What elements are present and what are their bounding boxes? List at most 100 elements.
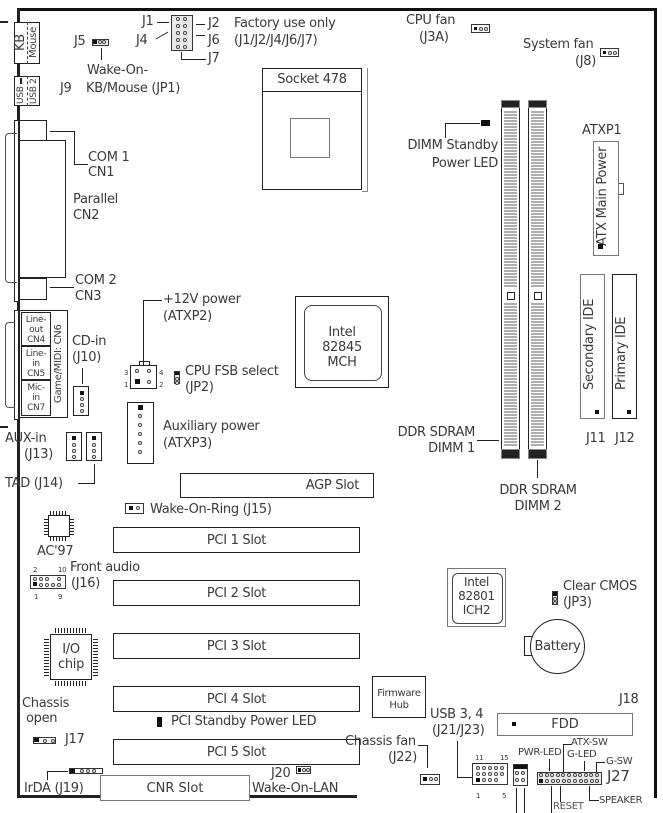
secondary-ide-pin1 bbox=[595, 410, 599, 414]
factory-jumper-pin bbox=[183, 31, 187, 35]
io-chip-label-2: chip bbox=[57, 657, 85, 672]
aux-power-pin1 bbox=[138, 405, 143, 410]
pwr-led-label: PWR-LED bbox=[518, 747, 562, 758]
ich2-label-3: ICH2 bbox=[462, 603, 491, 617]
cdin-label-2: (J10) bbox=[72, 350, 102, 365]
usb34-pin bbox=[500, 766, 504, 770]
cnr-slot-label: CNR Slot bbox=[146, 780, 204, 796]
fsb-label-1: CPU FSB select bbox=[185, 364, 279, 379]
rear-panel-bracket bbox=[14, 120, 19, 302]
irda-pin1 bbox=[70, 769, 75, 773]
j12-label: J12 bbox=[615, 431, 635, 446]
j9-label: J9 bbox=[60, 81, 72, 96]
ac97-label: AC'97 bbox=[37, 544, 74, 559]
game-midi-label: Game/MIDI: CN6 bbox=[53, 324, 64, 404]
j2-leader bbox=[196, 24, 205, 25]
factory-jumper-pin bbox=[183, 38, 187, 42]
j27-pin bbox=[561, 773, 566, 777]
pwr-led-leader bbox=[549, 759, 550, 771]
j27-pin bbox=[589, 773, 594, 777]
wake-kb-label-1: Wake-On- bbox=[87, 63, 148, 78]
factory-use-label-1: Factory use only bbox=[234, 16, 336, 31]
atx-main-power-connector bbox=[593, 141, 619, 256]
mch-label-2: 82845 bbox=[322, 340, 362, 355]
chassis-fan-pin1 bbox=[423, 777, 427, 781]
usb34-pin bbox=[482, 772, 486, 776]
j27-pin bbox=[555, 773, 560, 777]
cdin-pin1 bbox=[80, 391, 84, 395]
j5-leader bbox=[101, 48, 102, 60]
pci5-slot: PCI 5 Slot bbox=[113, 739, 360, 765]
reset-label: RESET bbox=[553, 801, 584, 812]
auxin-pin1 bbox=[72, 436, 76, 440]
io-pins-right bbox=[93, 638, 98, 676]
dimm1-label-2: DIMM 1 bbox=[428, 441, 475, 456]
usb34-pin bbox=[488, 778, 492, 782]
j5-pin bbox=[102, 40, 106, 44]
tad-label: TAD (J14) bbox=[5, 476, 63, 491]
j1-label: J1 bbox=[142, 14, 154, 29]
p12v-pin3 bbox=[135, 369, 139, 373]
audio-shell bbox=[5, 322, 15, 408]
front-audio-pin bbox=[45, 577, 49, 581]
dimm2-key bbox=[534, 292, 542, 300]
usb34-pin1 bbox=[476, 778, 480, 782]
chassis-fan-leader bbox=[418, 745, 428, 768]
io-chip bbox=[50, 634, 92, 680]
dimm-standby-label-2: Power LED bbox=[431, 156, 499, 171]
front-audio-pin bbox=[57, 583, 61, 587]
micin-label-2: in bbox=[32, 393, 40, 403]
j5-pin1 bbox=[93, 40, 97, 44]
j27-pin bbox=[567, 779, 572, 783]
chassis-fan-pin bbox=[429, 777, 433, 781]
j5-label: J5 bbox=[74, 34, 86, 49]
wake-on-ring-header bbox=[125, 503, 144, 514]
usb-jumper-pin bbox=[515, 778, 519, 782]
usb-pin5-label: 5 bbox=[502, 792, 507, 800]
cpu-fan-label-2: (J3A) bbox=[419, 30, 449, 45]
cnr-slot: CNR Slot bbox=[100, 775, 250, 801]
fdd-connector: FDD bbox=[497, 713, 633, 736]
usb34-pin bbox=[494, 778, 498, 782]
chassis-open-label-2: open bbox=[26, 711, 58, 726]
p12v-pin2 bbox=[147, 380, 151, 384]
dimm2-top-latch bbox=[528, 100, 547, 108]
auxin-pin bbox=[72, 455, 76, 459]
chassis-open-pin1 bbox=[34, 738, 39, 742]
chassis-fan-label-2: (J22) bbox=[388, 750, 418, 765]
dimm2-leader bbox=[537, 460, 538, 478]
com2-label-1: COM 2 bbox=[75, 273, 117, 288]
socket-label: Socket 478 bbox=[277, 72, 347, 87]
irda-pin bbox=[86, 769, 90, 773]
cpu-fan-label-1: CPU fan bbox=[406, 13, 456, 28]
atx-main-pin1 bbox=[598, 244, 603, 249]
dimm2-slot bbox=[528, 107, 547, 457]
dimm2-label-2: DIMM 2 bbox=[514, 499, 562, 514]
j6-label: J6 bbox=[208, 33, 220, 48]
lineout-label-3: CN4 bbox=[27, 335, 45, 345]
factory-jumper-pin bbox=[176, 31, 180, 35]
com2-label-2: CN3 bbox=[75, 289, 102, 304]
agp-slot-label: AGP Slot bbox=[305, 478, 360, 493]
usb34-pin bbox=[482, 778, 486, 782]
usb-jumper-cap bbox=[514, 765, 527, 769]
primary-ide-pin1 bbox=[627, 410, 631, 414]
usb34-pin bbox=[494, 772, 498, 776]
io-chip-label-1: I/O bbox=[62, 642, 80, 657]
pci4-slot-label: PCI 4 Slot bbox=[206, 691, 267, 707]
factory-jumper-pin bbox=[176, 45, 180, 49]
usb-jumper-pin bbox=[515, 771, 519, 775]
j27-pin bbox=[572, 773, 577, 777]
sys-fan-pin bbox=[608, 51, 612, 55]
linein-label-3: CN5 bbox=[27, 369, 45, 379]
dimm1-key bbox=[507, 292, 515, 300]
io-pins-top bbox=[55, 628, 88, 633]
fdd-label: FDD bbox=[551, 717, 579, 732]
mch-chip-inner bbox=[304, 305, 382, 381]
cpu-fan-pin1 bbox=[474, 27, 477, 30]
front-audio-pin bbox=[57, 577, 61, 581]
factory-jumper-pin bbox=[183, 17, 187, 21]
linein-jack bbox=[21, 346, 51, 380]
lineout-label-1: Line- bbox=[25, 315, 47, 325]
j27-pin bbox=[561, 779, 566, 783]
